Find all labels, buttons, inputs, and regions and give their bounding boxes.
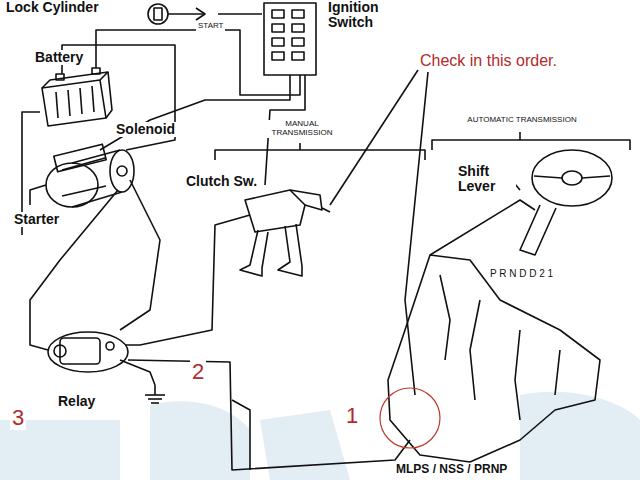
position-label: START xyxy=(196,22,225,31)
part-label: MLPS / NSS / PRNP xyxy=(394,463,509,476)
part-label: Clutch Sw. xyxy=(184,174,259,189)
section-label: AUTOMATIC TRANSMISSION xyxy=(460,116,584,125)
callout-number: 3 xyxy=(10,406,26,430)
note-label: Check in this order. xyxy=(418,52,559,70)
part-label: Ignition Switch xyxy=(326,0,400,31)
part-label: Shift Lever xyxy=(456,164,516,195)
part-label: Battery xyxy=(33,50,85,65)
callout-number: 2 xyxy=(190,360,206,384)
part-label: Starter xyxy=(12,212,61,227)
part-label: Lock Cylinder xyxy=(4,0,101,15)
callout-number: 1 xyxy=(344,404,360,428)
part-label: Solenoid xyxy=(114,122,177,137)
watermark xyxy=(0,392,640,480)
gear-positions: P R N D D 2 1 xyxy=(488,268,555,279)
part-label: Relay xyxy=(56,394,97,409)
section-label: MANUAL TRANSMISSION xyxy=(258,120,346,138)
